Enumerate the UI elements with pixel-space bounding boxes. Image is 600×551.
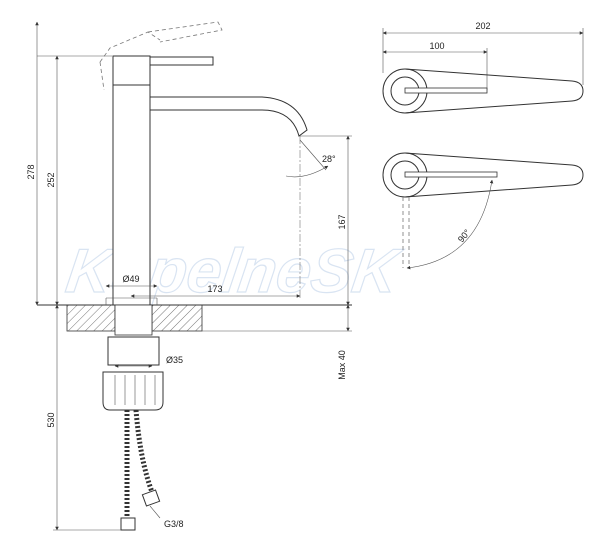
spout [150,96,308,137]
hose-fitting-left [120,517,136,531]
top-lever-2 [404,171,498,178]
mounting-fastener [102,371,164,411]
dim-max-thickness: Max 40 [337,350,347,380]
dim-total-height: 278 [26,164,36,179]
dim-top-width: 202 [475,21,490,31]
faucet-body [112,84,151,306]
dim-top-handle: 100 [429,41,444,51]
dim-body-height: 252 [46,172,56,187]
dim-spout-angle: 28° [322,154,336,164]
hose-right [133,409,155,493]
hose-fitting-right [141,489,161,507]
countertop-left [66,304,116,332]
top-spout-2 [404,152,584,198]
mounting-shank [114,304,153,336]
dim-spout-height: 167 [337,214,347,229]
dim-thread: G3/8 [164,519,184,529]
dim-base-diameter: Ø49 [122,274,139,284]
mounting-nut [107,336,160,366]
dim-hose-length: 530 [46,412,56,427]
lever-handle [149,56,214,66]
countertop-right [151,304,203,332]
dim-reach: 173 [207,284,222,294]
side-view: 278 252 167 173 Ø49 Ø35 Max 40 530 G3/8 … [26,21,352,531]
dim-hole-diameter: Ø35 [166,355,183,365]
lever-open-position [99,21,223,91]
rotation-arc [406,179,494,270]
top-spout [404,68,584,114]
top-lever-rotated [402,197,410,268]
top-view: 202 100 90° [382,21,584,270]
top-lever [404,87,488,94]
lever-head [112,55,151,85]
dim-handle-rotation: 90° [456,227,473,244]
